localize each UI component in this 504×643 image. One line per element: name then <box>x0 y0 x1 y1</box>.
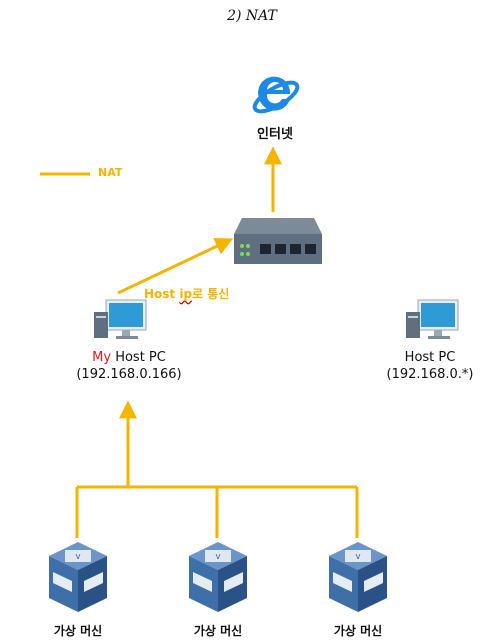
my-host-ip: (192.168.0.166) <box>76 367 182 382</box>
svg-text:V: V <box>76 553 81 561</box>
virtualbox-icon: V <box>329 542 387 612</box>
vm-label-2: 가상 머신 <box>193 624 243 638</box>
other-host-ip: (192.168.0.*) <box>386 367 474 382</box>
diagram-title: 2) NAT <box>227 8 277 24</box>
my-host-label: My Host PC (192.168.0.166) <box>48 349 210 383</box>
vm-item-2: V <box>187 540 249 618</box>
vm-item-1: V <box>47 540 109 618</box>
connection-label-suffix: 로 통신 <box>192 287 230 301</box>
vm-label-1: 가상 머신 <box>53 624 103 638</box>
computer-icon <box>94 299 147 339</box>
connection-label: Host ip로 통신 <box>144 285 229 302</box>
host-to-router-arrow <box>117 238 234 295</box>
my-host-prefix: My <box>92 350 112 365</box>
connection-label-ip: ip <box>179 287 193 301</box>
computer-icon <box>406 299 459 339</box>
other-host-name: Host PC <box>404 350 456 365</box>
my-host-name: Host PC <box>111 350 166 365</box>
other-host-label: Host PC (192.168.0.*) <box>360 349 500 383</box>
svg-text:V: V <box>216 553 221 561</box>
virtualbox-icon: V <box>189 542 247 612</box>
svg-text:V: V <box>356 553 361 561</box>
connection-label-prefix: Host <box>144 287 180 301</box>
vm-label-3: 가상 머신 <box>333 624 383 638</box>
internet-explorer-icon <box>252 76 300 114</box>
vm-item-3: V <box>327 540 389 618</box>
virtualbox-icon: V <box>49 542 107 612</box>
router-icon <box>234 218 322 264</box>
legend-label: NAT <box>98 166 123 179</box>
internet-label: 인터넷 <box>257 127 293 142</box>
